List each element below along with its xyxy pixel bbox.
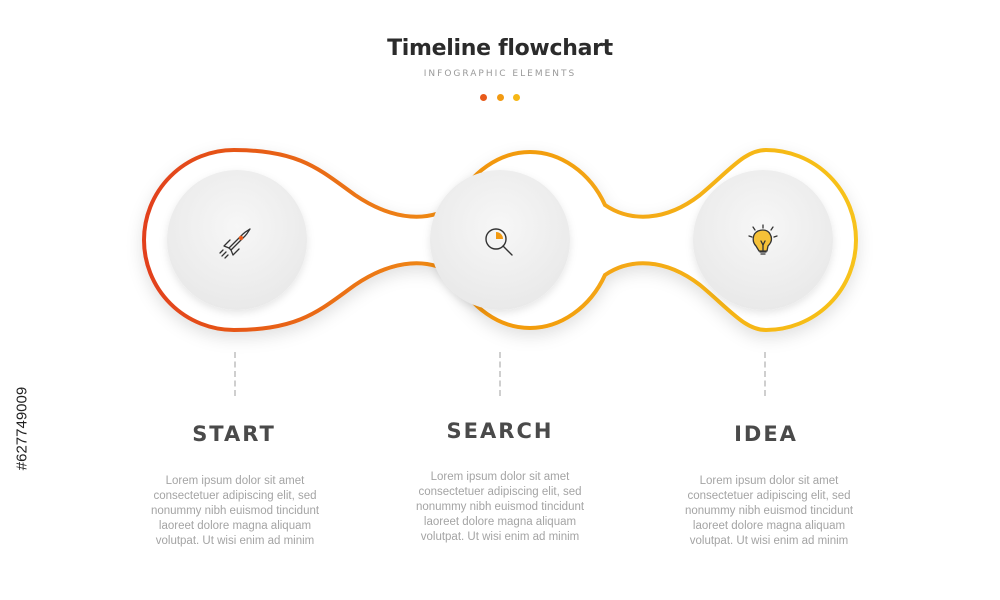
step-label-start: START — [192, 422, 276, 446]
desc-line: consectetuer adipiscing elit, sed — [153, 490, 317, 502]
step-label-search: SEARCH — [446, 419, 554, 443]
dot-3 — [512, 94, 520, 101]
step-description-search: Lorem ipsum dolor sit amet consectetuer … — [400, 470, 600, 545]
step-description-idea: Lorem ipsum dolor sit amet consectetuer … — [669, 474, 869, 549]
connector-start — [234, 352, 236, 396]
desc-line: laoreet dolore magna aliquam — [158, 520, 312, 532]
desc-line: Lorem ipsum dolor sit amet — [165, 475, 305, 487]
lightbulb-icon — [748, 224, 778, 255]
connector-idea — [764, 352, 766, 396]
desc-line: nonummy nibh euismod tincidunt — [684, 505, 854, 517]
step-description-start: Lorem ipsum dolor sit amet consectetuer … — [135, 474, 335, 549]
desc-line: volutpat. Ut wisi enim ad minim — [155, 535, 315, 547]
page-title: Timeline flowchart — [387, 36, 613, 61]
search-disc — [430, 170, 570, 310]
desc-line: Lorem ipsum dolor sit amet — [699, 475, 839, 487]
desc-line: laoreet dolore magna aliquam — [692, 520, 846, 532]
rocket-icon — [219, 228, 251, 259]
desc-line: Lorem ipsum dolor sit amet — [430, 471, 570, 483]
desc-line: laoreet dolore magna aliquam — [423, 516, 577, 528]
page-subtitle: INFOGRAPHIC ELEMENTS — [423, 69, 577, 79]
desc-line: volutpat. Ut wisi enim ad minim — [689, 535, 849, 547]
desc-line: consectetuer adipiscing elit, sed — [418, 486, 582, 498]
watermark-id: #627749009 — [13, 386, 31, 471]
desc-line: nonummy nibh euismod tincidunt — [150, 505, 320, 517]
step-label-idea: IDEA — [734, 422, 798, 446]
dot-2 — [496, 94, 504, 101]
title-dots — [0, 86, 1000, 105]
header: Timeline flowchart INFOGRAPHIC ELEMENTS — [0, 36, 1000, 79]
desc-line: consectetuer adipiscing elit, sed — [687, 490, 851, 502]
desc-line: nonummy nibh euismod tincidunt — [415, 501, 585, 513]
magnifier-icon — [485, 228, 513, 256]
connector-search — [499, 352, 501, 396]
desc-line: volutpat. Ut wisi enim ad minim — [420, 531, 580, 543]
dot-1 — [480, 94, 488, 101]
